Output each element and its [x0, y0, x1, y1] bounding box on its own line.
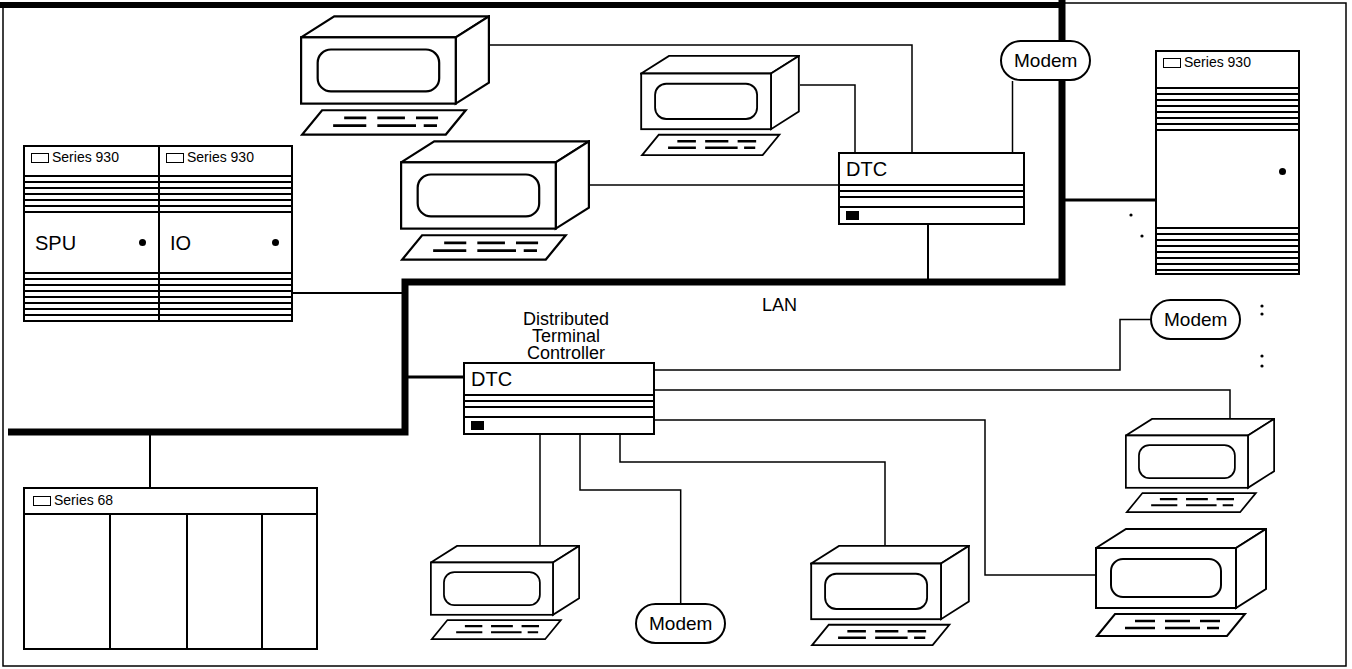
controller-box: Distributed Terminal ControllerDTC [463, 362, 655, 435]
terminal [1096, 529, 1266, 636]
modem-label: Modem [1164, 307, 1227, 332]
controller-label: DTC [846, 157, 887, 181]
controller-box: DTC [838, 152, 1025, 225]
vent-stripes [1157, 227, 1298, 271]
server-cabinet: Series 930SPU [23, 145, 160, 322]
status-light [846, 211, 859, 220]
terminal [641, 56, 799, 155]
vent-stripes [25, 175, 158, 217]
modem-pill: Modem [635, 603, 726, 644]
vent-stripes [840, 184, 1023, 200]
status-light [471, 421, 484, 430]
terminal [301, 16, 489, 134]
power-light [272, 239, 279, 246]
unit-label: IO [170, 231, 191, 255]
server-cabinet: Series 68 [23, 487, 318, 650]
model-label: Series 930 [187, 149, 254, 166]
lan-drop [405, 376, 463, 379]
vent-stripes [465, 394, 653, 410]
frame-top [0, 2, 1062, 8]
lan-drop [149, 432, 151, 487]
header-line [25, 513, 316, 515]
lan-drop [927, 225, 929, 282]
vent-stripes [25, 272, 158, 320]
lan-drop [293, 292, 405, 294]
modem-pill: Modem [1150, 299, 1241, 340]
terminal [811, 546, 969, 645]
cabinet-divider [186, 515, 188, 648]
server-cabinet: Series 930 [1155, 50, 1300, 275]
modem-link [1012, 81, 1014, 152]
controller-label: DTC [471, 367, 512, 391]
terminal [431, 546, 579, 639]
panel-icon [31, 153, 49, 163]
panel-icon [1163, 58, 1181, 68]
vent-stripes [1157, 87, 1298, 135]
terminal-wire [539, 435, 541, 546]
unit-label: SPU [35, 231, 76, 255]
vent-stripes [160, 175, 291, 217]
network-label: LAN [760, 294, 799, 316]
modem-label: Modem [649, 611, 712, 636]
panel-icon [33, 496, 51, 506]
model-label: Series 68 [54, 492, 113, 509]
frame [3, 3, 1346, 666]
modem-link [580, 435, 681, 603]
panel-icon [166, 153, 184, 163]
vent-stripes [160, 272, 291, 320]
power-light [1279, 168, 1286, 175]
terminal [1126, 419, 1274, 512]
terminal [401, 141, 589, 259]
terminal-wire [590, 184, 838, 186]
controller-heading: Distributed Terminal Controller [510, 311, 622, 362]
model-label: Series 930 [1184, 54, 1251, 71]
terminal-wire [655, 390, 1230, 419]
power-light [139, 239, 146, 246]
cabinet-divider [261, 515, 263, 648]
lan-drop [1062, 199, 1155, 202]
model-label: Series 930 [52, 149, 119, 166]
server-cabinet: Series 930IO [158, 145, 293, 322]
modem-pill: Modem [1000, 40, 1091, 81]
panel-line [840, 206, 1023, 208]
cabinet-divider [109, 515, 111, 648]
modem-label: Modem [1014, 48, 1077, 73]
panel-line [465, 416, 653, 418]
terminal-wire [800, 85, 855, 152]
modem-link [655, 320, 1150, 371]
